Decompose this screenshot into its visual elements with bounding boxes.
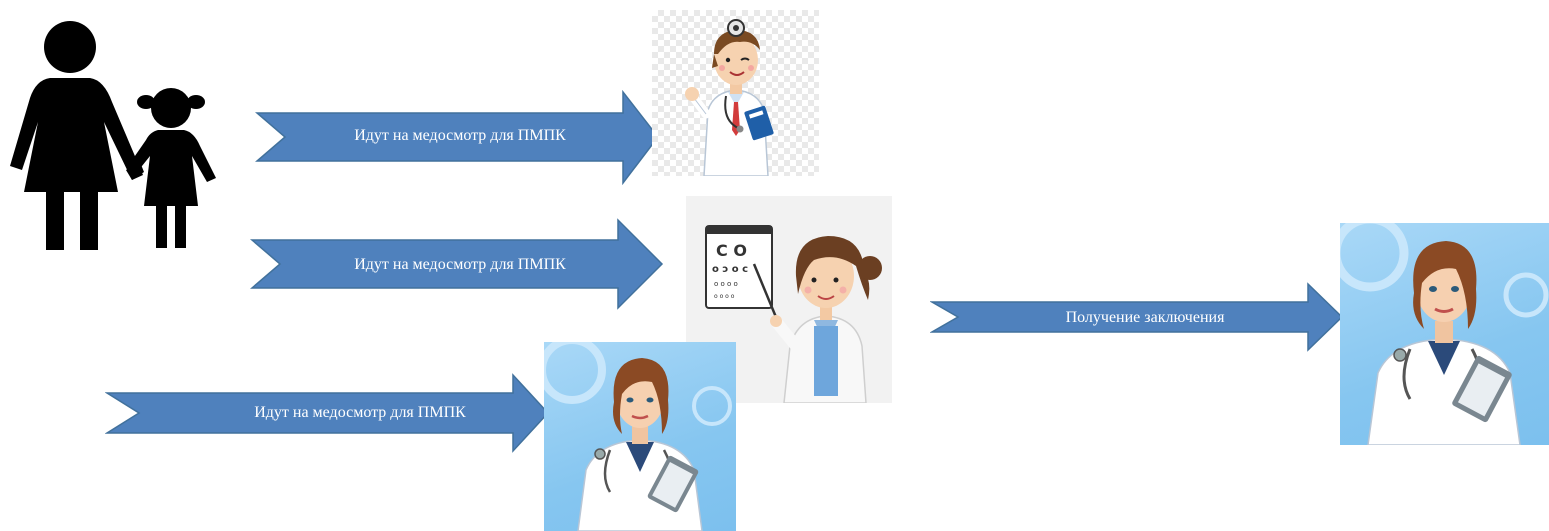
svg-text:o o o o: o o o o — [714, 280, 738, 288]
svg-text:C O: C O — [716, 241, 747, 260]
arrow-2 — [250, 218, 664, 310]
svg-text:o o o o: o o o o — [714, 293, 735, 300]
female-doctor-illustration-1 — [544, 342, 736, 531]
arrow-3 — [105, 373, 550, 453]
arrow-4 — [930, 282, 1344, 352]
arrow-1 — [255, 90, 659, 185]
arrow-4-label: Получение заключения — [1065, 309, 1225, 326]
ophthalmologist-illustration: C O o ɔ o c o o o o o o o o — [686, 196, 892, 404]
female-doctor-illustration-2 — [1340, 223, 1549, 445]
svg-text:o ɔ o c: o ɔ o c — [712, 264, 748, 275]
arrow-2-label: Идут на медосмотр для ПМПК — [354, 256, 566, 273]
male-doctor-illustration — [652, 10, 819, 177]
arrow-3-label: Идут на медосмотр для ПМПК — [254, 404, 466, 421]
mother-child-silhouette-icon — [10, 21, 216, 250]
arrow-1-label: Идут на медосмотр для ПМПК — [354, 127, 566, 144]
